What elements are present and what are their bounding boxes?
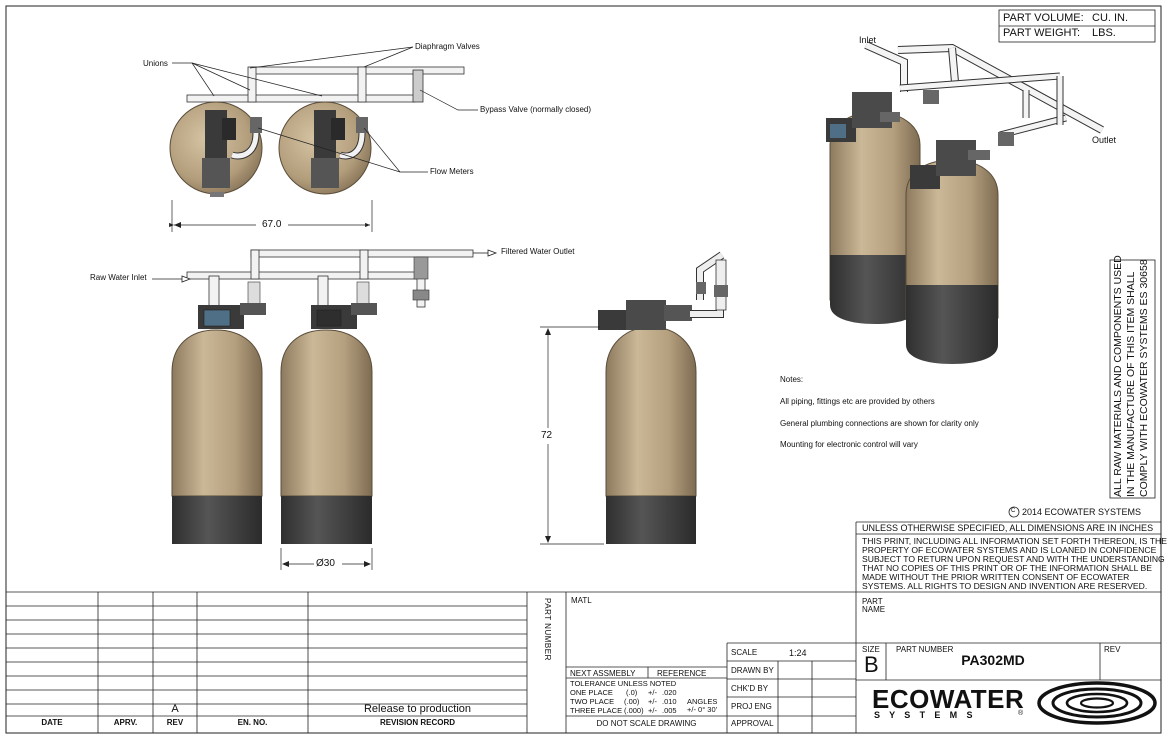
ecowater-swirl-icon xyxy=(1037,681,1157,725)
tol-two-place: TWO PLACE xyxy=(570,697,615,706)
dimension-height: 72 xyxy=(541,430,553,441)
checked-by-label: CHK'D BY xyxy=(731,684,769,693)
drawn-by-label: DRAWN BY xyxy=(731,666,774,675)
copyright-icon xyxy=(1008,506,1020,518)
compliance-note: ALL RAW MATERIALS AND COMPONENTS USED IN… xyxy=(1112,255,1150,497)
part-number-vertical: PART NUMBER xyxy=(543,598,552,661)
confidentiality-note: THIS PRINT, INCLUDING ALL INFORMATION SE… xyxy=(862,536,1167,592)
note-1: All piping, fittings etc are provided by… xyxy=(780,397,935,406)
part-number-value: PA302MD xyxy=(961,652,1025,668)
top-view xyxy=(169,46,478,232)
callout-bypass-valve: Bypass Valve (normally closed) xyxy=(480,105,592,114)
rev-header-en-no: EN. NO. xyxy=(237,718,268,727)
angles-label: ANGLES xyxy=(687,697,718,706)
dimensions-note: UNLESS OTHERWISE SPECIFIED, ALL DIMENSIO… xyxy=(862,523,1154,533)
notes-title: Notes: xyxy=(780,375,804,384)
angles-value: +/- 0° 30' xyxy=(687,705,718,714)
reference-label: REFERENCE xyxy=(657,669,707,678)
scale-label: SCALE xyxy=(731,648,758,657)
tol-three-place-pm: +/- xyxy=(648,706,657,715)
callout-diaphragm-valves: Diaphragm Valves xyxy=(415,42,480,51)
rev-label: REV xyxy=(1104,645,1121,654)
isometric-view xyxy=(826,41,1104,364)
tolerance-title: TOLERANCE UNLESS NOTED xyxy=(570,679,677,688)
matl-label: MATL xyxy=(571,596,592,605)
part-volume-label: PART VOLUME: xyxy=(1003,12,1084,24)
title-block-lines xyxy=(6,9,1161,733)
revision-letter: A xyxy=(171,703,179,715)
note-2: General plumbing connections are shown f… xyxy=(780,419,979,428)
tol-three-place-fmt: (.000) xyxy=(624,706,644,715)
side-view xyxy=(540,251,728,545)
revision-record: Release to production xyxy=(363,703,471,715)
tol-two-place-value: .010 xyxy=(662,697,677,706)
tol-two-place-pm: +/- xyxy=(648,697,657,706)
callout-unions: Unions xyxy=(143,59,168,68)
do-not-scale: DO NOT SCALE DRAWING xyxy=(596,719,697,728)
rev-header-date: DATE xyxy=(41,718,63,727)
brand-sub: S Y S T E M S xyxy=(874,710,976,720)
callout-inlet: Inlet xyxy=(859,35,877,45)
size-value: B xyxy=(864,652,879,677)
tol-three-place: THREE PLACE xyxy=(570,706,623,715)
part-weight-label: PART WEIGHT: xyxy=(1003,27,1081,39)
part-volume-unit: CU. IN. xyxy=(1092,12,1129,24)
brand-reg: ® xyxy=(1018,710,1024,717)
callout-outlet: Outlet xyxy=(1092,135,1117,145)
sheet-border xyxy=(5,5,1162,734)
scale-value: 1:24 xyxy=(789,648,807,658)
size-label: SIZE xyxy=(862,645,880,654)
proj-eng-label: PROJ ENG xyxy=(731,702,772,711)
approval-label: APPROVAL xyxy=(731,719,774,728)
tol-three-place-value: .005 xyxy=(662,706,677,715)
brand-name: ECOWATER xyxy=(872,684,1025,714)
part-number-label: PART NUMBER xyxy=(896,645,954,654)
tol-one-place: ONE PLACE xyxy=(570,688,613,697)
rev-header-rev: REV xyxy=(166,718,184,727)
next-assembly-label: NEXT ASSMEBLY xyxy=(570,669,636,678)
callout-filtered-water-outlet: Filtered Water Outlet xyxy=(501,247,575,256)
part-name-label-line2: NAME xyxy=(862,605,886,614)
copyright: 2014 ECOWATER SYSTEMS xyxy=(1022,507,1142,517)
copyright-symbol: C xyxy=(1011,508,1016,514)
rev-header-record: REVISION RECORD xyxy=(379,718,456,727)
part-weight-unit: LBS. xyxy=(1092,27,1116,39)
front-view xyxy=(152,249,498,570)
rev-header-aprv: APRV. xyxy=(113,718,138,727)
tol-one-place-value: .020 xyxy=(662,688,677,697)
dimension-width: 67.0 xyxy=(262,219,282,230)
dimension-diameter: Ø30 xyxy=(316,558,335,569)
callout-raw-water-inlet: Raw Water Inlet xyxy=(90,273,147,282)
tol-one-place-pm: +/- xyxy=(648,688,657,697)
tol-one-place-fmt: (.0) xyxy=(626,688,638,697)
callout-flow-meters: Flow Meters xyxy=(430,167,474,176)
note-3: Mounting for electronic control will var… xyxy=(780,440,918,449)
tol-two-place-fmt: (.00) xyxy=(624,697,640,706)
part-name-label-line1: PART xyxy=(862,597,883,606)
